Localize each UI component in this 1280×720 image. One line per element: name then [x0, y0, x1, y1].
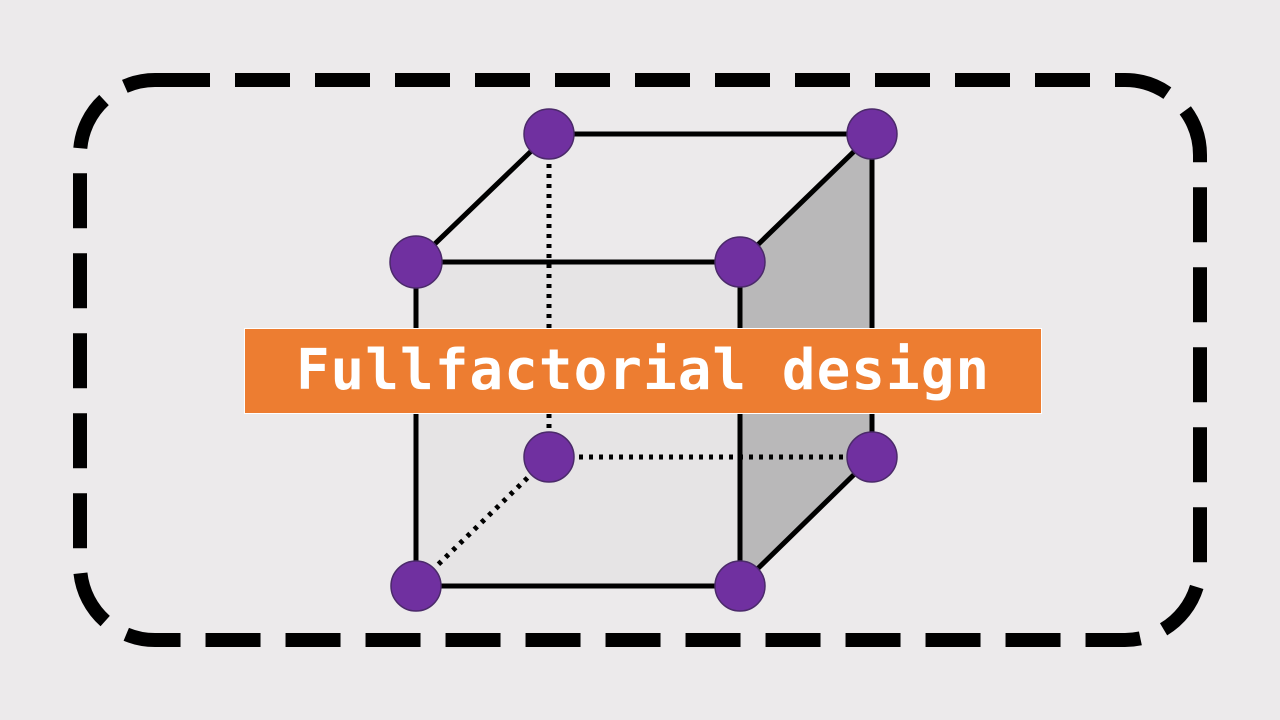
dashed-frame	[73, 73, 1207, 647]
hidden-edge-bottom-left	[414, 455, 551, 588]
vertex-back-bottom-right	[846, 431, 898, 483]
edge-top-right	[737, 131, 875, 265]
cube-vertices	[389, 108, 898, 612]
vertex-back-bottom-left	[523, 431, 575, 483]
title-banner: Fullfactorial design	[244, 328, 1042, 414]
vertex-front-bottom-left	[390, 560, 442, 612]
vertex-front-bottom-right	[714, 560, 766, 612]
vertex-front-top-right	[714, 236, 766, 288]
vertex-back-top-right	[846, 108, 898, 160]
edge-bottom-right	[737, 454, 875, 589]
vertex-back-top-left	[523, 108, 575, 160]
cube-front-face	[416, 262, 740, 586]
edge-top-left	[413, 131, 552, 265]
vertex-front-top-left	[389, 235, 443, 289]
hidden-edges	[414, 134, 872, 588]
title-text: Fullfactorial design	[295, 338, 991, 403]
